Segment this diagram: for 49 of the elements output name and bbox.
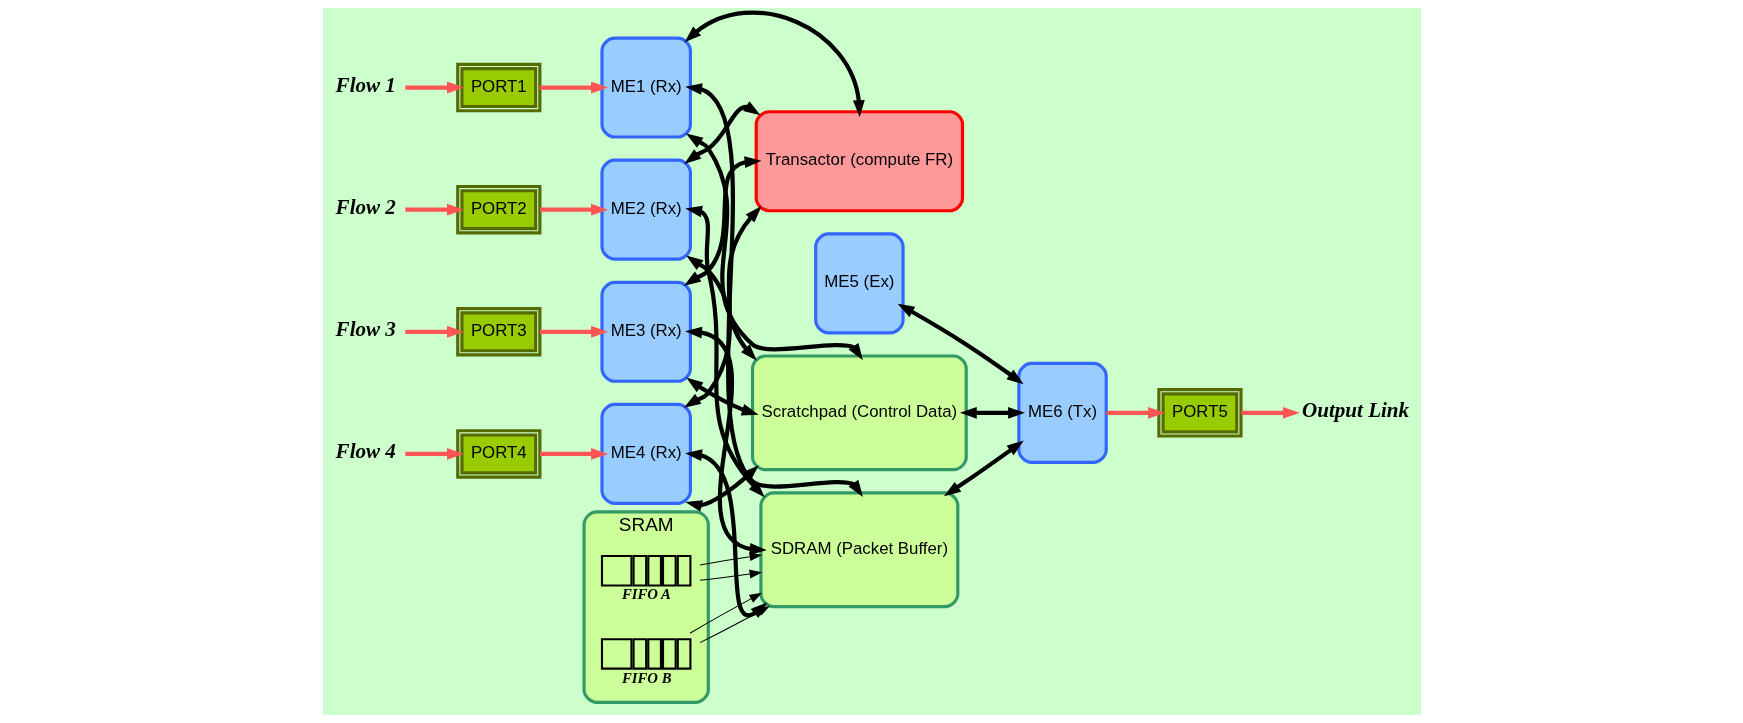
arrow bbox=[698, 552, 762, 566]
arrow bbox=[404, 448, 464, 460]
arrow bbox=[683, 206, 762, 408]
arrow bbox=[404, 203, 464, 216]
node-text: Flow 4 bbox=[335, 439, 396, 464]
node-box: PORT2 bbox=[455, 184, 541, 235]
arrow bbox=[539, 448, 608, 460]
arrow bbox=[1240, 406, 1300, 419]
node-box: ME3 (Rx) bbox=[599, 280, 692, 383]
node-box: ME6 (Tx) bbox=[1016, 361, 1108, 464]
node-text: Output Link bbox=[1301, 398, 1409, 423]
arrow bbox=[539, 81, 608, 94]
arrow bbox=[897, 303, 1024, 385]
node-box: PORT4 bbox=[455, 429, 541, 479]
arrow bbox=[959, 406, 1025, 419]
node-label: FIFO B bbox=[621, 669, 671, 686]
node-box: ME5 (Ex) bbox=[813, 232, 905, 335]
node-box: Scratchpad (Control Data) bbox=[750, 354, 968, 472]
arrow bbox=[685, 377, 759, 416]
node-box: PORT1 bbox=[455, 62, 541, 113]
node-box: ME2 (Rx) bbox=[599, 158, 692, 261]
node-text: Flow 3 bbox=[335, 317, 396, 341]
arrow bbox=[684, 205, 765, 498]
node-box: PORT5 bbox=[1156, 388, 1243, 438]
arrow bbox=[688, 592, 762, 634]
arrow bbox=[684, 326, 767, 555]
node-box: ME1 (Rx) bbox=[599, 36, 692, 139]
arrow bbox=[404, 81, 464, 94]
arrow bbox=[943, 440, 1024, 497]
arrow bbox=[684, 83, 863, 498]
arrow bbox=[698, 605, 770, 644]
arrow bbox=[404, 325, 464, 338]
node-text: Flow 1 bbox=[335, 72, 396, 97]
node-box: Transactor (compute FR) bbox=[754, 110, 964, 213]
arrow bbox=[685, 133, 863, 361]
arrow bbox=[1105, 406, 1165, 419]
arrow bbox=[683, 156, 761, 286]
arrow bbox=[683, 101, 761, 165]
node-box: ME4 (Rx) bbox=[599, 402, 692, 505]
arrow bbox=[684, 10, 865, 118]
arrow bbox=[539, 325, 608, 338]
node-box: SDRAM (Packet Buffer) bbox=[758, 491, 959, 609]
arrow bbox=[539, 203, 608, 216]
node-box: PORT3 bbox=[455, 307, 541, 357]
node-text: Flow 2 bbox=[335, 194, 396, 219]
arrow bbox=[685, 255, 757, 361]
arrow bbox=[698, 569, 762, 581]
node-label: FIFO A bbox=[621, 586, 671, 603]
arrow bbox=[684, 465, 759, 512]
